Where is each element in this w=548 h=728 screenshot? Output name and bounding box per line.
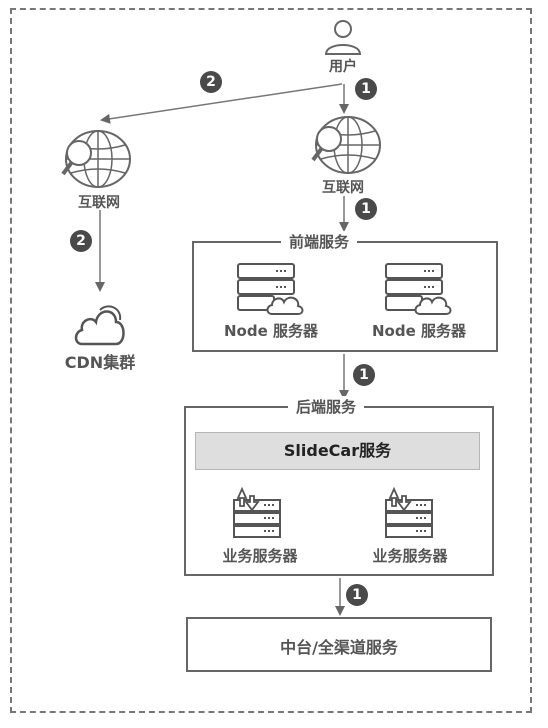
arrow-user-to-internet-left <box>100 83 343 124</box>
slidecar-service-bar: SlideCar服务 <box>195 432 480 470</box>
node-server-label: Node 服务器 <box>372 322 466 340</box>
cloud-server-icon <box>385 263 452 315</box>
cloud-icon <box>74 305 125 346</box>
step-badge-2: 2 <box>70 230 92 252</box>
internet-center-label: 互联网 <box>322 180 364 196</box>
cloud-server-icon <box>237 263 304 315</box>
step-badge-1: 1 <box>346 584 368 606</box>
node-server-label: Node 服务器 <box>224 322 318 340</box>
globe-icon <box>311 116 381 174</box>
step-badge-2: 2 <box>200 71 222 93</box>
step-badge-1: 1 <box>353 364 375 386</box>
business-server-label: 业务服务器 <box>372 547 448 565</box>
step-badge-1: 1 <box>355 198 377 220</box>
backend-title: 后端服务 <box>288 396 365 417</box>
step-badge-1: 1 <box>355 78 377 100</box>
business-server-icon <box>233 486 281 538</box>
business-server-label: 业务服务器 <box>222 547 298 565</box>
internet-left-label: 互联网 <box>78 195 120 211</box>
cdn-label: CDN集群 <box>64 353 136 372</box>
middle-platform-label: 中台/全渠道服务 <box>280 638 398 657</box>
user-label: 用户 <box>329 59 357 75</box>
diagram-border <box>10 8 532 713</box>
user-icon <box>324 20 362 55</box>
frontend-title: 前端服务 <box>281 231 358 252</box>
globe-icon <box>61 130 131 188</box>
business-server-icon <box>385 486 433 538</box>
middle-platform-box <box>186 617 492 672</box>
